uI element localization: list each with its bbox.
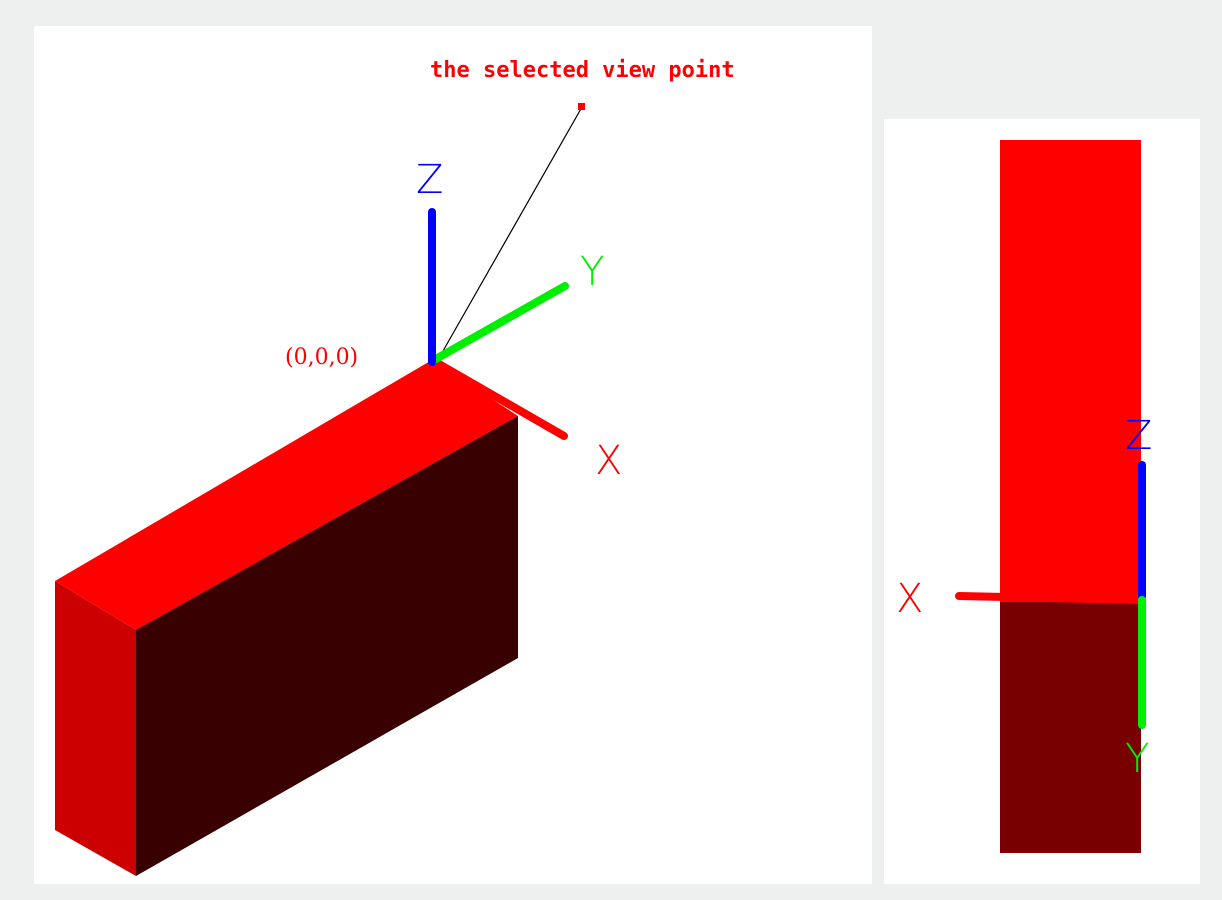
isometric-view-panel: X Y Z (0,0,0) the selected view point bbox=[34, 26, 872, 884]
viewpoint-marker bbox=[578, 103, 585, 110]
front-x-axis-arrow bbox=[955, 592, 1142, 604]
front-axis-z-label: Z bbox=[1125, 413, 1152, 459]
box-end-face bbox=[55, 581, 136, 876]
x-axis-arrow bbox=[428, 356, 568, 440]
isometric-view-canvas: X Y Z (0,0,0) the selected view point bbox=[55, 58, 735, 876]
iso-axis-z-label: Z bbox=[416, 157, 443, 203]
iso-axis-x-label: X bbox=[595, 438, 622, 484]
y-axis-arrow bbox=[430, 282, 569, 364]
viewpoint-label: the selected view point bbox=[430, 58, 735, 83]
front-axis-x-label: X bbox=[896, 576, 923, 622]
front-view-upper-face bbox=[1000, 140, 1141, 602]
front-view-canvas: X Z Y bbox=[896, 140, 1152, 853]
box-front-face bbox=[136, 416, 518, 876]
front-axis-y-label: Y bbox=[1125, 736, 1149, 782]
iso-axis-y-label: Y bbox=[580, 249, 604, 295]
front-view-panel: X Z Y bbox=[884, 119, 1200, 884]
box-top-face bbox=[55, 360, 518, 630]
front-view-lower-face bbox=[1000, 602, 1141, 853]
view-direction-line bbox=[438, 106, 583, 359]
origin-label: (0,0,0) bbox=[285, 345, 358, 370]
